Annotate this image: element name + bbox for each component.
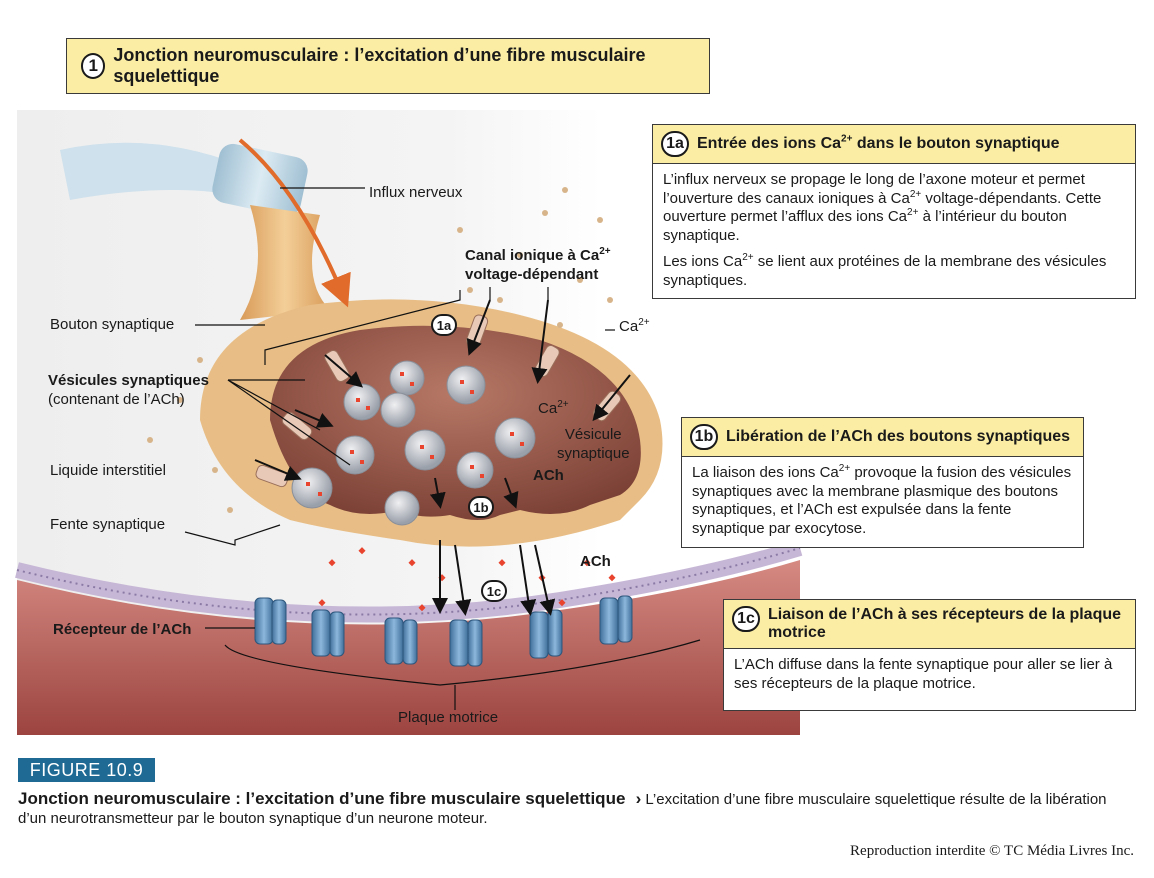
box-1a: 1a Entrée des ions Ca2+ dans le bouton s… — [652, 124, 1136, 299]
box-1c: 1c Liaison de l’ACh à ses récepteurs de … — [723, 599, 1136, 711]
box-1a-para1: L’influx nerveux se propage le long de l… — [663, 171, 1102, 244]
title-banner: 1 Jonction neuromusculaire : l’excitatio… — [66, 38, 710, 94]
box-1b-header: 1b Libération de l’ACh des boutons synap… — [682, 418, 1083, 457]
caption-title: Jonction neuromusculaire : l’excitation … — [18, 789, 626, 808]
caption-arrow: › — [635, 789, 642, 808]
label-influx-nerveux: Influx nerveux — [369, 184, 463, 201]
label-plaque-motrice: Plaque motrice — [398, 709, 499, 726]
leader-lines — [184, 187, 701, 710]
label-vesicules-synaptiques: Vésicules synaptiques(contenant de l’ACh… — [48, 372, 209, 408]
caption-text: L’excitation d’une fibre musculaire sque… — [18, 791, 1107, 827]
box-1c-title: Liaison de l’ACh à ses récepteurs de la … — [768, 606, 1122, 641]
vesicles — [291, 360, 536, 526]
label-ach-2: ACh — [580, 553, 611, 570]
step-badge-1b: 1b — [468, 496, 494, 518]
label-bouton-synaptique: Bouton synaptique — [50, 316, 175, 333]
step-badge-1a: 1a — [431, 314, 457, 336]
label-ach-1: ACh — [533, 467, 564, 484]
figure-title: Jonction neuromusculaire : l’excitation … — [113, 45, 646, 86]
box-1a-para2: Les ions Ca2+ se lient aux protéines de … — [663, 252, 1107, 289]
step-badge: 1c — [732, 606, 760, 632]
box-1c-header: 1c Liaison de l’ACh à ses récepteurs de … — [724, 600, 1135, 649]
step-badge: 1b — [690, 424, 718, 450]
flow-arrows — [254, 299, 631, 616]
box-1b: 1b Libération de l’ACh des boutons synap… — [681, 417, 1084, 548]
figure-caption: Jonction neuromusculaire : l’excitation … — [18, 789, 1128, 828]
label-fente-synaptique: Fente synaptique — [50, 516, 166, 533]
copyright-credit: Reproduction interdite © TC Média Livres… — [850, 843, 1134, 859]
figure-number-tag: FIGURE 10.9 — [18, 758, 155, 782]
label-canal-ionique: Canal ionique à Ca2+voltage-dépendant — [465, 246, 611, 284]
box-1a-title: Entrée des ions Ca2+ dans le bouton syna… — [697, 133, 1060, 152]
step-badge: 1a — [661, 131, 689, 157]
ach-dots — [306, 372, 616, 612]
label-ca-mid: Ca2+ — [538, 399, 569, 418]
step-badge-1c: 1c — [481, 580, 507, 602]
label-ca-top: Ca2+ — [619, 317, 650, 336]
box-1a-body: L’influx nerveux se propage le long de l… — [653, 164, 1135, 305]
ca-channels — [255, 314, 622, 488]
step-number: 1 — [81, 53, 106, 79]
box-1a-header: 1a Entrée des ions Ca2+ dans le bouton s… — [653, 125, 1135, 164]
label-liquide-interstitiel: Liquide interstitiel — [50, 462, 166, 479]
ach-receptors — [254, 595, 633, 667]
box-1c-body: L’ACh diffuse dans la fente synaptique p… — [734, 656, 1113, 692]
box-1b-body: La liaison des ions Ca2+ provoque la fus… — [692, 463, 1072, 537]
ca-ions — [147, 187, 613, 513]
label-recepteur-ach: Récepteur de l’ACh — [53, 621, 192, 638]
box-1b-title: Libération de l’ACh des boutons synaptiq… — [726, 428, 1071, 445]
